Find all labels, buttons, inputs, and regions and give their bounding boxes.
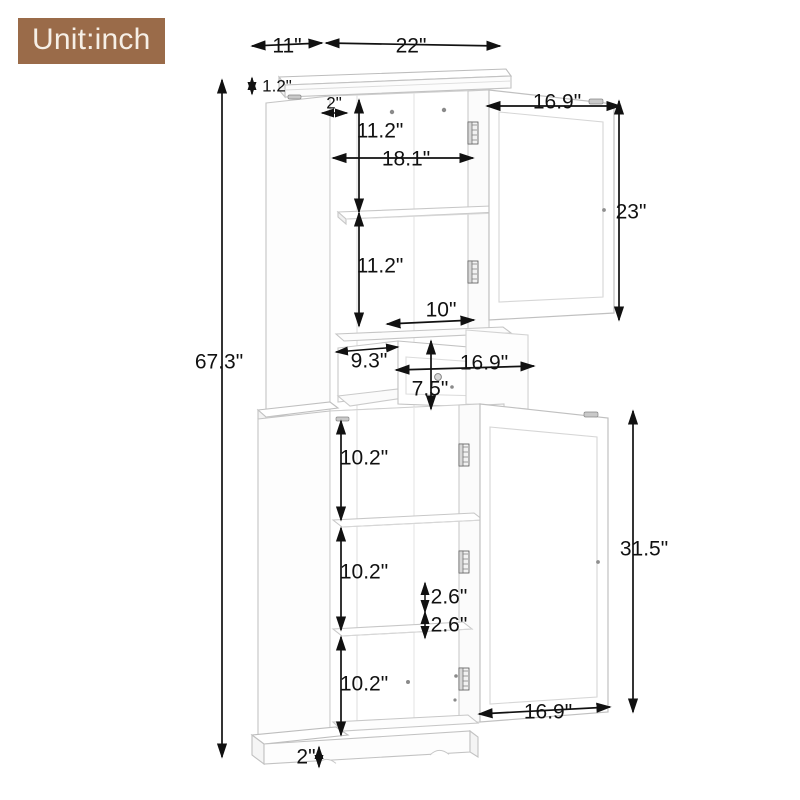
dim-width-top-line: [324, 38, 502, 51]
upper-left-side-panel: [265, 95, 331, 421]
hinge-lower-mid: [458, 550, 470, 574]
hinge-upper-top: [467, 121, 479, 145]
upper-door-knob: [602, 208, 606, 212]
dim-label-side-panel: 2": [326, 93, 342, 113]
dim-label-upper-shelf-2: 11.2": [356, 254, 404, 278]
hinge-upper-bottom: [467, 260, 479, 284]
lower-door-top-hardware: [583, 411, 599, 418]
dim-label-drawer-depth: 9.3": [350, 349, 388, 373]
dim-drawer-width-line: [394, 361, 536, 375]
lower-right-door-inner: [489, 426, 598, 705]
dim-label-upper-shelf-1: 11.2": [356, 119, 404, 143]
cam-lock-dots: [389, 107, 458, 702]
dimension-lines: [216, 38, 639, 769]
dim-lower-door-width-line: [477, 702, 612, 719]
base-right-return: [469, 729, 479, 758]
mid-bracket: [335, 416, 350, 422]
dim-label-lower-shelf-1: 10.2": [339, 446, 389, 470]
dim-drawer-depth-line: [334, 343, 400, 356]
dim-label-width-top: 22": [395, 34, 427, 58]
dim-label-lower-door-width: 16.9": [523, 700, 573, 724]
upper-right-door-inner: [498, 111, 604, 303]
dim-label-lower-shelf-3: 10.2": [339, 672, 389, 696]
upper-shelf-front: [337, 210, 347, 226]
dim-label-base-height: 2": [296, 745, 316, 769]
dim-label-shelf-gap-1: 2.6": [430, 585, 468, 609]
cabinet-body: [250, 68, 615, 766]
dim-label-total-height: 67.3": [194, 350, 244, 374]
dim-label-lower-shelf-2: 10.2": [339, 560, 389, 584]
dim-label-depth-top: 11": [272, 34, 302, 58]
dim-label-drawer-width: 16.9": [459, 351, 509, 375]
dim-label-upper-door-height: 23": [615, 200, 647, 224]
hinge-lower-bottom: [458, 667, 470, 691]
dim-label-upper-door-width: 16.9": [532, 90, 582, 114]
base-notch-right: [429, 749, 450, 756]
dim-label-upper-shelf-width: 18.1": [381, 147, 431, 171]
top-cap-left: [278, 75, 286, 99]
unit-badge: Unit:inch: [18, 18, 165, 64]
top-cap-edge: [284, 80, 512, 91]
lower-door-knob: [596, 560, 600, 564]
dim-label-lower-door-height: 31.5": [619, 537, 669, 561]
dim-drawer-opening-line: [385, 315, 476, 329]
top-bracket: [287, 94, 302, 100]
dim-label-shelf-gap-2: 2.6": [430, 613, 468, 637]
dim-label-top-thickness: 1.2": [262, 76, 292, 96]
lower-left-side-panel: [257, 410, 331, 743]
dim-depth-top-line: [250, 38, 324, 51]
hinge-lower-top: [458, 443, 470, 467]
dim-label-drawer-opening: 10": [425, 298, 457, 322]
upper-door-top-hardware: [588, 98, 604, 105]
dim-label-drawer-height: 7.5": [411, 377, 449, 401]
